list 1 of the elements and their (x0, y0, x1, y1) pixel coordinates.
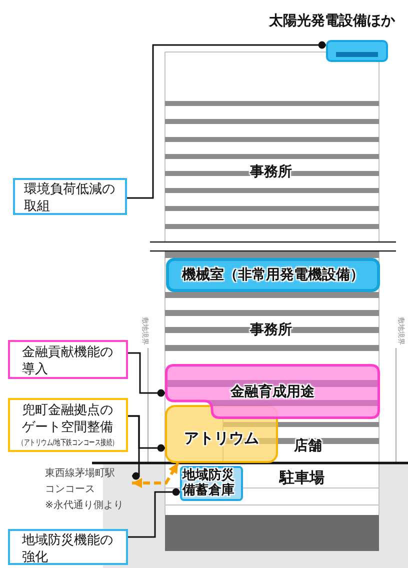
panel-label: 太陽光発電設備ほか (269, 12, 395, 30)
